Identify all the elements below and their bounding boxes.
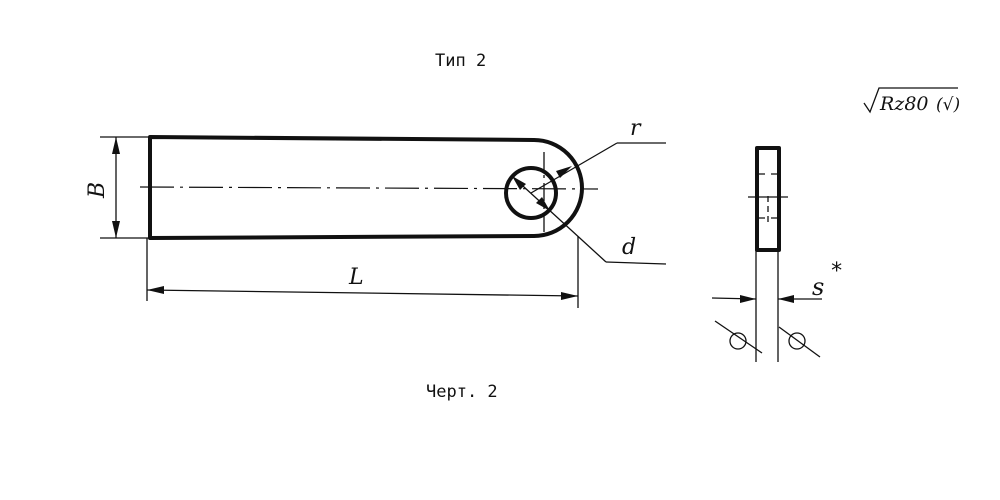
- diameter-leader: d: [511, 175, 667, 265]
- width-dimension: B: [85, 136, 150, 239]
- figure-caption: Черт. 2: [426, 382, 498, 402]
- thickness-mark: *: [830, 259, 843, 284]
- width-label: B: [85, 182, 110, 199]
- length-label: L: [348, 265, 364, 290]
- roughness-suffix: (√): [936, 95, 960, 115]
- hole-circle: [504, 166, 558, 220]
- center-axis: [139, 186, 599, 190]
- radius-label: r: [630, 116, 642, 141]
- part-outline: [148, 135, 584, 240]
- plan-view: [139, 135, 599, 240]
- type-label: Тип 2: [435, 51, 486, 71]
- side-view: [748, 146, 788, 362]
- side-section: [755, 146, 781, 252]
- surface-roughness-symbol: Rz80 (√): [863, 87, 960, 115]
- roughness-value: Rz80: [879, 93, 929, 115]
- radius-leader: r: [530, 116, 666, 194]
- thickness-label: s: [812, 273, 824, 301]
- thickness-dimension: s *: [711, 259, 843, 303]
- diameter-label: d: [622, 235, 636, 260]
- surface-finish-marks: [714, 320, 821, 358]
- length-dimension: L: [146, 236, 579, 308]
